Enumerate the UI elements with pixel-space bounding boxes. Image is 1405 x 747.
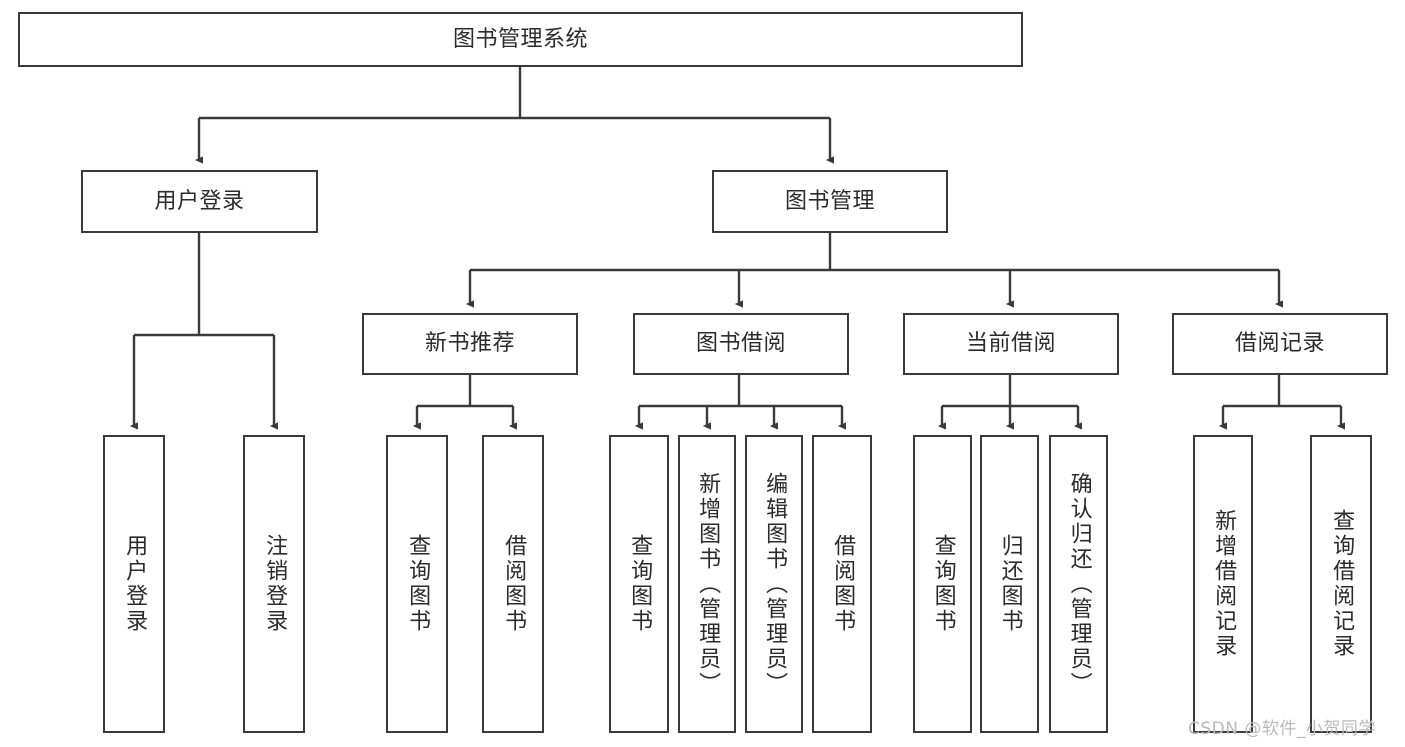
node-label: 新增借阅记录	[1211, 509, 1237, 659]
node-new-book-recommend[interactable]: 新书推荐	[362, 313, 578, 375]
node-label: 当前借阅	[965, 331, 1056, 357]
leaf-borrow-query-book[interactable]: 查询图书	[609, 435, 669, 733]
node-label: 查询借阅记录	[1329, 509, 1355, 659]
node-label: 查询图书	[930, 534, 956, 634]
node-label: 归还图书	[997, 534, 1023, 634]
node-label: 图书借阅	[695, 331, 786, 357]
node-label: 用户登录	[154, 188, 245, 214]
node-label: 编辑图书（管理员）	[762, 471, 788, 697]
node-label: 确认归还（管理员）	[1066, 471, 1092, 697]
node-label: 查询图书	[405, 534, 431, 634]
leaf-user-login[interactable]: 用户登录	[103, 435, 165, 733]
node-label: 用户登录	[122, 534, 148, 634]
node-label: 查询图书	[627, 534, 653, 634]
node-label: 新增图书（管理员）	[695, 471, 721, 697]
leaf-recommend-borrow-book[interactable]: 借阅图书	[482, 435, 544, 733]
leaf-recommend-query-book[interactable]: 查询图书	[386, 435, 448, 733]
node-label: 图书管理系统	[452, 26, 588, 52]
node-label: 借阅图书	[830, 534, 856, 634]
leaf-borrow-borrow-book[interactable]: 借阅图书	[812, 435, 872, 733]
leaf-current-return-book[interactable]: 归还图书	[980, 435, 1039, 733]
node-label: 新书推荐	[424, 331, 515, 357]
node-label: 图书管理	[784, 188, 875, 214]
leaf-borrow-add-book-admin[interactable]: 新增图书（管理员）	[678, 435, 736, 733]
node-label: 借阅记录	[1234, 331, 1325, 357]
node-borrow-records[interactable]: 借阅记录	[1172, 313, 1388, 375]
leaf-records-query-record[interactable]: 查询借阅记录	[1310, 435, 1372, 733]
leaf-borrow-edit-book-admin[interactable]: 编辑图书（管理员）	[745, 435, 803, 733]
node-current-borrow[interactable]: 当前借阅	[903, 313, 1119, 375]
node-book-management[interactable]: 图书管理	[712, 170, 948, 233]
node-root-system[interactable]: 图书管理系统	[18, 12, 1023, 67]
node-book-borrow[interactable]: 图书借阅	[633, 313, 849, 375]
leaf-current-confirm-return-admin[interactable]: 确认归还（管理员）	[1049, 435, 1108, 733]
leaf-user-logout[interactable]: 注销登录	[243, 435, 305, 733]
leaf-current-query-book[interactable]: 查询图书	[913, 435, 972, 733]
csdn-watermark: CSDN @软件_小贺同学	[1188, 719, 1376, 739]
node-label: 借阅图书	[501, 534, 527, 634]
leaf-records-add-record[interactable]: 新增借阅记录	[1193, 435, 1253, 733]
node-label: 注销登录	[262, 534, 288, 634]
node-user-login[interactable]: 用户登录	[81, 170, 318, 233]
